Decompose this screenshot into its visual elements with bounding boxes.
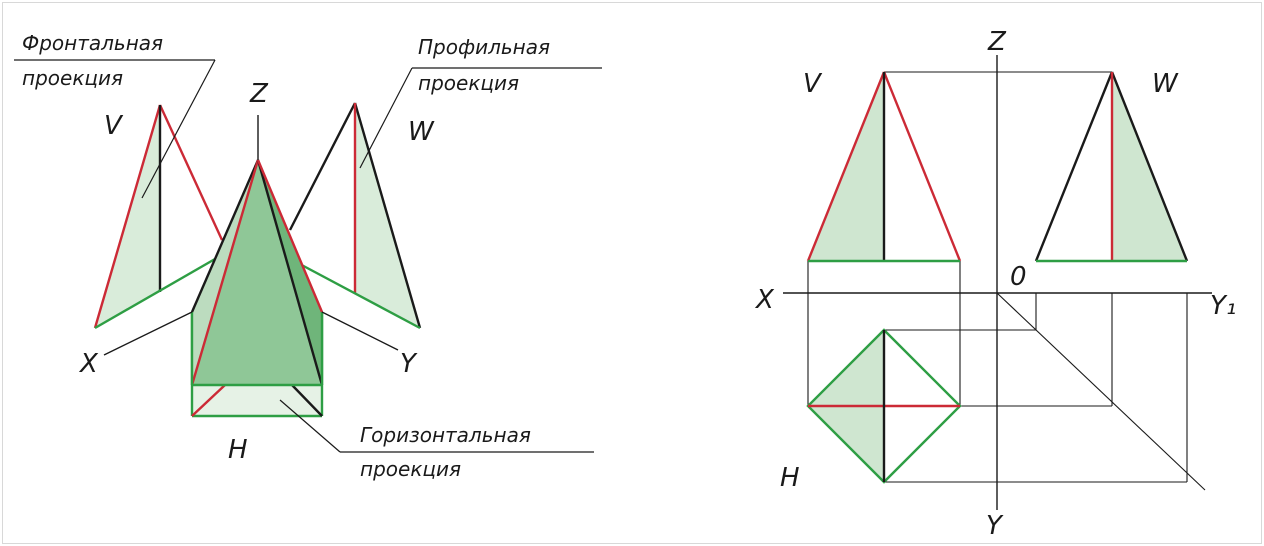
label-right-y1: Y₁ [1210, 291, 1236, 321]
v-plane-green-base [94, 253, 223, 330]
v-plane-red-edge-right [158, 104, 224, 241]
right-figure: Z V W 0 X Y₁ H Y [754, 27, 1236, 541]
label-right-v: V [803, 69, 823, 99]
leader-profile-pointer [359, 67, 413, 169]
label-right-x: X [754, 285, 775, 315]
v-plane-red-edge [93, 104, 162, 329]
side-view-edge-right [1110, 71, 1189, 262]
pyramid-edge-front-right [256, 159, 324, 386]
w-plane-black-edge-right [353, 102, 422, 329]
label-left-h: H [228, 435, 248, 465]
label-left-w: W [408, 117, 435, 147]
construction-lines [807, 71, 1206, 491]
front-view-edge-right [882, 71, 962, 262]
label-left-x: X [78, 349, 99, 379]
label-right-h: H [780, 463, 800, 493]
label-frontal-line1: Фронтальная [22, 31, 163, 55]
pyramid-edge-left [190, 159, 260, 313]
label-right-origin: 0 [1010, 262, 1027, 292]
w-plane-green-base [295, 260, 421, 330]
pyramid-edge-front-left [190, 159, 260, 386]
left-figure: Фронтальная проекция Профильная проекция… [14, 31, 602, 481]
label-right-z: Z [987, 27, 1007, 57]
pyramid-front-face [192, 160, 322, 385]
h-plane-red-diagonal [191, 384, 226, 417]
label-right-y: Y [986, 511, 1004, 541]
w-plane-black-edge [288, 102, 357, 231]
axis-x-left [103, 311, 193, 356]
label-right-w: W [1152, 69, 1179, 99]
label-profile-line2: проекция [418, 71, 519, 95]
front-view-edge-left [806, 71, 886, 262]
label-horizontal-line2: проекция [360, 457, 461, 481]
label-left-v: V [104, 111, 124, 141]
pyramid-edge-right [256, 159, 324, 313]
side-view-edge-left [1034, 71, 1114, 262]
label-left-z: Z [249, 79, 269, 109]
axis-y-left [321, 311, 399, 351]
leader-horizontal-pointer [279, 399, 341, 453]
label-horizontal-line1: Горизонтальная [360, 423, 531, 447]
leader-frontal-pointer [141, 59, 216, 199]
label-profile-line1: Профильная [418, 35, 550, 59]
label-left-y: Y [400, 349, 418, 379]
label-frontal-line2: проекция [22, 66, 123, 90]
h-plane-black-diagonal [291, 384, 323, 417]
